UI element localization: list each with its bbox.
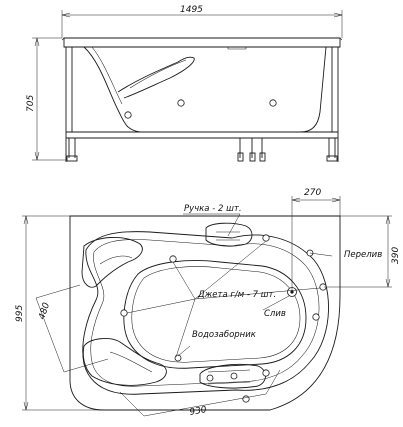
width-dimension-label: 1495 (180, 5, 203, 15)
overflow-label: Перелив (344, 250, 382, 260)
drain-label: Слив (264, 309, 286, 319)
top-view (22, 196, 392, 417)
overflow-offset-dimension-label: 270 (304, 188, 321, 198)
jets-label: Джета г/м - 7 шт. (197, 290, 276, 300)
depth-dimension-label: 995 (15, 305, 25, 322)
inner-depth-dimension-label: 480 (37, 301, 52, 321)
overflow-height-dimension-label: 390 (391, 247, 401, 264)
water-intake-label: Водозаборник (192, 330, 257, 340)
height-dimension-label: 705 (26, 95, 36, 112)
length-dimension-label: 930 (189, 405, 208, 418)
handle-label: Ручка - 2 шт. (184, 204, 242, 214)
front-view (32, 10, 343, 162)
